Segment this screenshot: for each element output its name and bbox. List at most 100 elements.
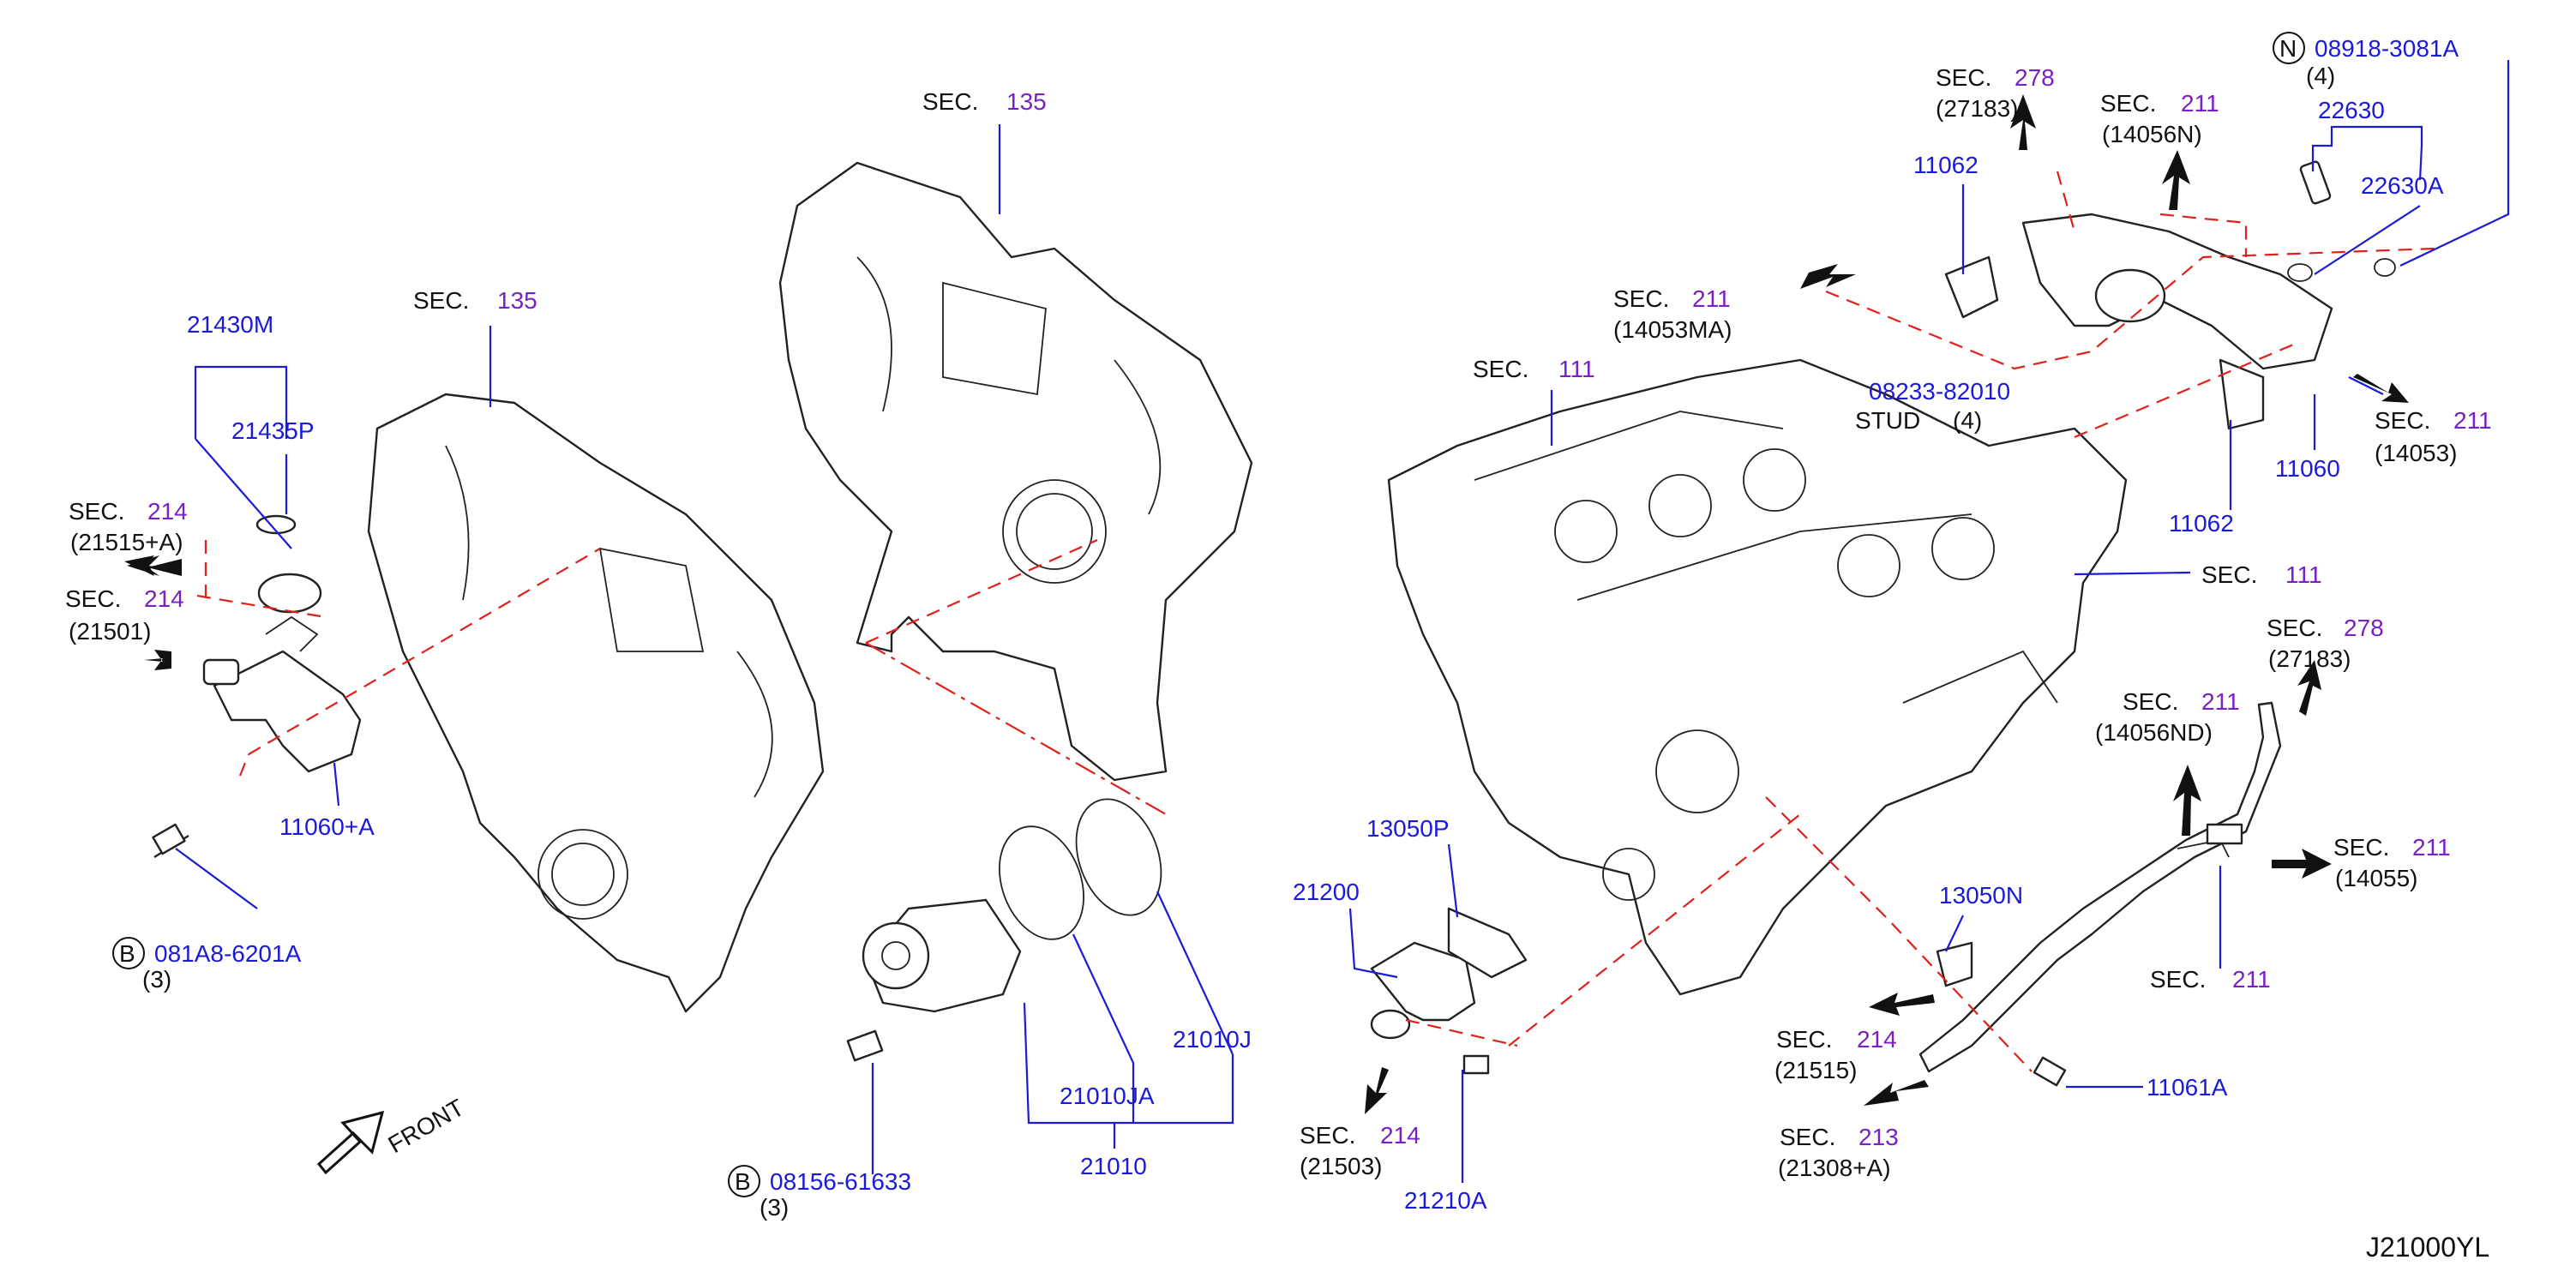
svg-text:SEC.: SEC. (922, 88, 978, 115)
water-pump-drawing (846, 798, 1162, 1062)
part-label-081A8-6201A[interactable]: B 081A8-6201A (3) (112, 937, 302, 993)
section-reference-sec111-top[interactable]: SEC. 111 (1473, 356, 1595, 382)
svg-text:(14053MA): (14053MA) (1613, 316, 1732, 343)
svg-text:(21308+A): (21308+A) (1778, 1155, 1891, 1181)
thermostat-housing-drawing (152, 514, 362, 859)
section-reference-sec214-21501[interactable]: SEC. 214 (21501) (65, 585, 184, 645)
front-timing-cover-drawing (367, 393, 825, 1013)
svg-text:(27183): (27183) (2268, 645, 2351, 672)
section-reference-sec213[interactable]: SEC. 213 (21308+A) (1778, 1124, 1899, 1181)
direction-arrows (124, 94, 2409, 1175)
front-direction-arrow (316, 1110, 385, 1175)
part-label-21210A[interactable]: 21210A (1404, 1187, 1487, 1214)
svg-text:SEC.: SEC. (2201, 561, 2257, 588)
section-reference-sec214-21515[interactable]: SEC. 214 (21515) (1774, 1026, 1897, 1083)
svg-text:SEC.: SEC. (413, 287, 469, 314)
svg-text:(21501): (21501) (69, 618, 152, 645)
part-label-08918-3081A[interactable]: N 08918-3081A (4) (2273, 32, 2459, 89)
svg-text:214: 214 (1380, 1122, 1420, 1149)
svg-text:(27183): (27183) (1936, 95, 2019, 122)
section-reference-sec135-top[interactable]: SEC. 135 (922, 88, 1047, 115)
svg-text:(14055): (14055) (2335, 865, 2418, 891)
svg-text:SEC.: SEC. (2123, 688, 2178, 715)
svg-text:SEC.: SEC. (69, 498, 124, 525)
part-label-22630[interactable]: 22630 (2318, 97, 2385, 123)
part-label-13050N[interactable]: 13050N (1939, 882, 2023, 909)
svg-text:(21515+A): (21515+A) (70, 529, 183, 555)
part-label-11060A[interactable]: 11060+A (279, 813, 375, 840)
svg-text:135: 135 (1006, 88, 1047, 115)
svg-text:(14056ND): (14056ND) (2095, 719, 2213, 746)
section-reference-sec111-right[interactable]: SEC. 111 (2201, 561, 2322, 588)
diagram-code: J21000YL (2366, 1232, 2489, 1263)
bolt-code-circle: B (735, 1168, 751, 1195)
part-label-08233-82010[interactable]: 08233-82010 STUD (4) (1855, 378, 2010, 434)
svg-text:135: 135 (497, 287, 537, 314)
section-reference-sec211-14053MA[interactable]: SEC. 211 (14053MA) (1613, 285, 1732, 343)
svg-text:(4): (4) (2306, 63, 2335, 89)
svg-text:214: 214 (147, 498, 188, 525)
section-reference-sec211-14056N[interactable]: SEC. 211 (14056N) (2100, 90, 2219, 147)
part-label-11062-bottom[interactable]: 11062 (2169, 510, 2234, 537)
part-label-21010JA[interactable]: 21010JA (1060, 1083, 1155, 1109)
part-label-21435P[interactable]: 21435P (231, 417, 315, 444)
svg-text:SEC.: SEC. (2150, 966, 2206, 993)
section-reference-sec278-mid[interactable]: SEC. 278 (27183) (2267, 615, 2384, 672)
part-label-11061A[interactable]: 11061A (2147, 1074, 2228, 1101)
svg-text:081A8-6201A: 081A8-6201A (154, 940, 302, 967)
svg-text:(3): (3) (142, 966, 171, 993)
section-reference-sec211-14055[interactable]: SEC. 211 (14055) (2333, 834, 2451, 891)
section-reference-sec278-top[interactable]: SEC. 278 (27183) (1936, 64, 2055, 122)
svg-text:SEC.: SEC. (1473, 356, 1528, 382)
part-label-22630A[interactable]: 22630A (2361, 172, 2444, 199)
svg-text:SEC.: SEC. (1776, 1026, 1832, 1053)
section-reference-sec211-bottom[interactable]: SEC. 211 (2150, 966, 2271, 993)
bolt-code-circle: B (119, 940, 135, 967)
svg-text:111: 111 (1558, 356, 1595, 382)
svg-text:(14053): (14053) (2375, 440, 2458, 466)
rear-timing-cover-drawing (778, 161, 1253, 782)
svg-text:211: 211 (1692, 285, 1731, 312)
part-label-21430M[interactable]: 21430M (187, 311, 273, 338)
part-label-11062-top[interactable]: 11062 (1913, 152, 1979, 178)
alignment-center-lines (196, 171, 2435, 1072)
part-label-11060[interactable]: 11060 (2275, 455, 2340, 482)
svg-text:278: 278 (2015, 64, 2055, 91)
part-label-08156-61633[interactable]: B 08156-61633 (3) (728, 1165, 911, 1221)
svg-text:SEC.: SEC. (1780, 1124, 1835, 1150)
svg-text:08918-3081A: 08918-3081A (2315, 35, 2459, 62)
svg-text:SEC.: SEC. (1613, 285, 1669, 312)
svg-text:111: 111 (2285, 561, 2322, 588)
svg-text:SEC.: SEC. (2375, 407, 2430, 434)
svg-text:211: 211 (2412, 834, 2451, 861)
part-label-21200[interactable]: 21200 (1293, 879, 1360, 905)
section-reference-sec214-21503[interactable]: SEC. 214 (21503) (1300, 1122, 1420, 1179)
svg-text:213: 213 (1858, 1124, 1899, 1150)
svg-text:SEC.: SEC. (65, 585, 121, 612)
heater-pipe-drawing (1918, 701, 2282, 1087)
svg-text:SEC.: SEC. (1936, 64, 1991, 91)
part-label-21010J[interactable]: 21010J (1173, 1026, 1252, 1053)
svg-text:(3): (3) (760, 1194, 789, 1221)
svg-text:214: 214 (1857, 1026, 1897, 1053)
leader-lines (175, 60, 2510, 1183)
svg-text:SEC.: SEC. (1300, 1122, 1355, 1149)
svg-text:STUD: STUD (1855, 407, 1920, 434)
part-label-13050P[interactable]: 13050P (1366, 815, 1450, 842)
svg-text:211: 211 (2181, 90, 2219, 117)
water-inlet-drawing (1370, 907, 1528, 1075)
svg-text:211: 211 (2232, 966, 2271, 993)
svg-text:211: 211 (2453, 407, 2492, 434)
svg-text:278: 278 (2344, 615, 2384, 641)
section-reference-sec135-left[interactable]: SEC. 135 (413, 287, 537, 314)
section-reference-sec214-21515A[interactable]: SEC. 214 (21515+A) (69, 498, 188, 555)
part-label-21010[interactable]: 21010 (1080, 1153, 1147, 1179)
bolt-code-circle: N (2279, 35, 2297, 62)
svg-text:214: 214 (144, 585, 184, 612)
section-reference-sec211-14056ND[interactable]: SEC. 211 (14056ND) (2095, 688, 2240, 746)
svg-text:SEC.: SEC. (2267, 615, 2322, 641)
svg-text:(21503): (21503) (1300, 1153, 1383, 1179)
section-reference-sec211-14053[interactable]: SEC. 211 (14053) (2375, 407, 2492, 466)
svg-text:(4): (4) (1953, 407, 1982, 434)
